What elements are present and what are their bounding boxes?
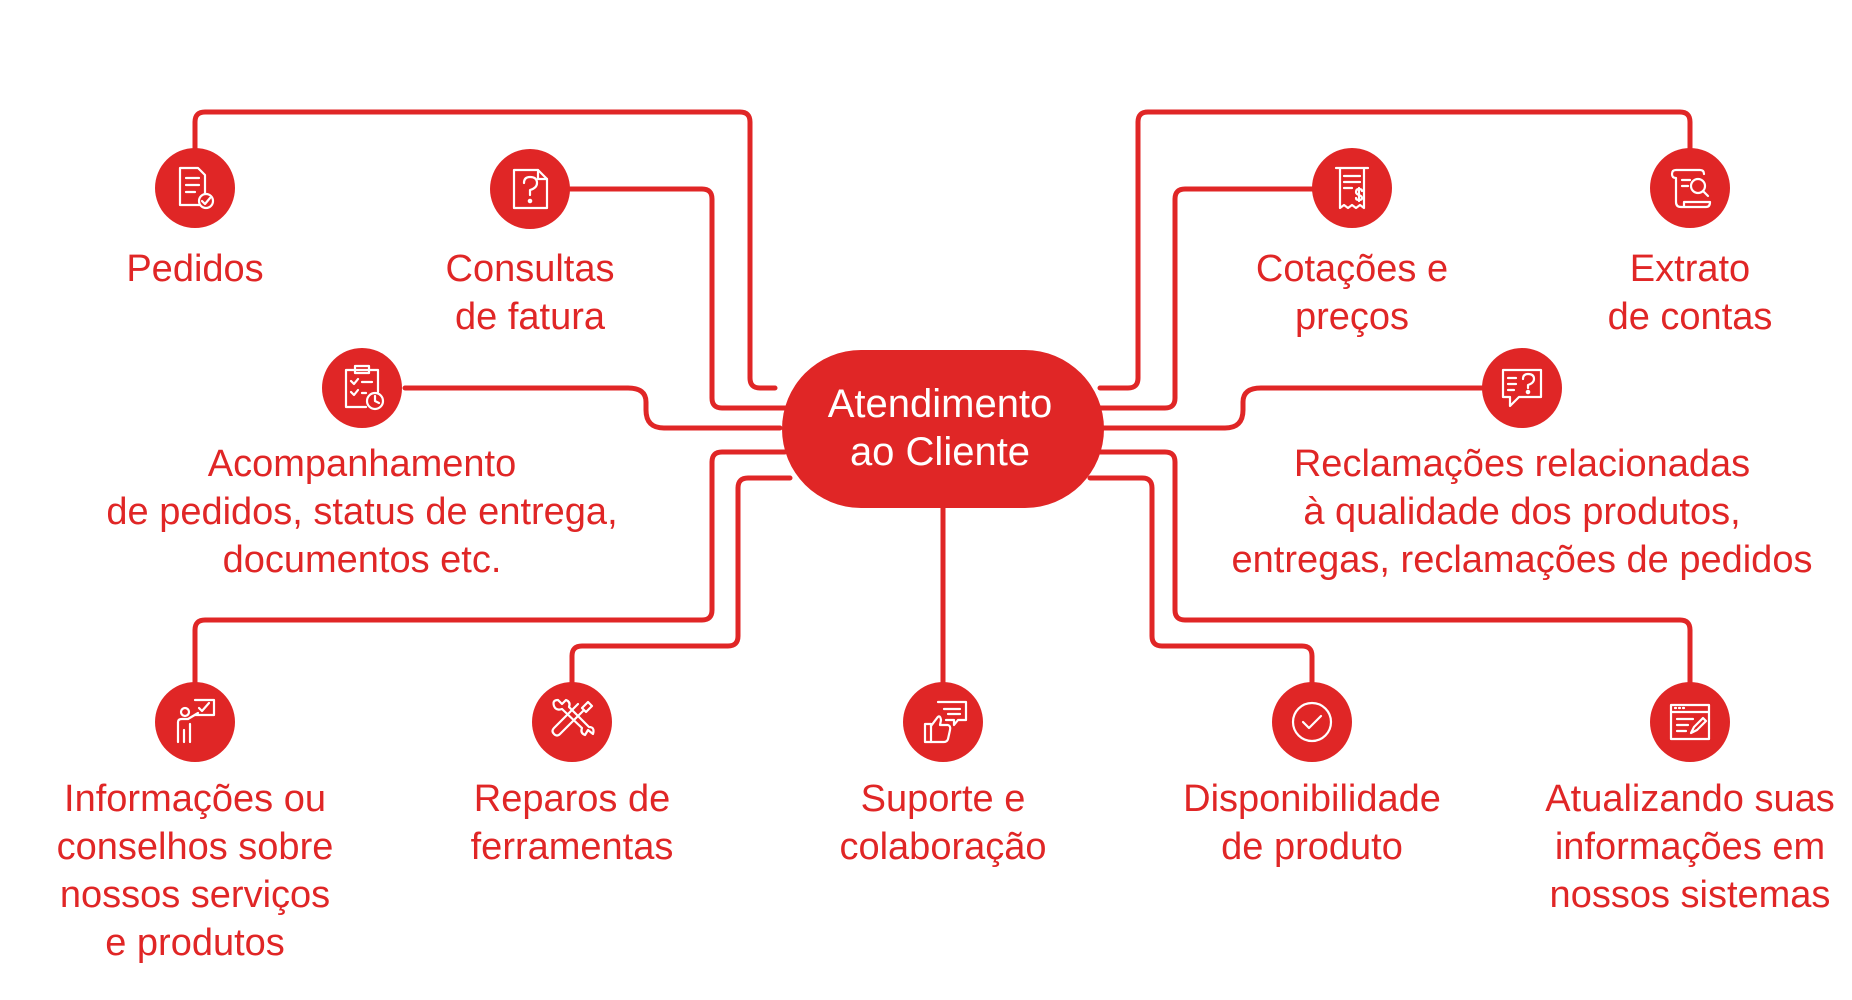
connector-extrato — [1097, 186, 1318, 411]
check-circle-icon — [1291, 701, 1333, 743]
presenter-checklist-icon — [176, 698, 216, 744]
label-cotacoes: Cotações e preços — [1256, 245, 1448, 341]
label-line: nossos sistemas — [1549, 874, 1831, 916]
tools-icon — [551, 698, 595, 737]
node-extrato — [1650, 148, 1730, 228]
node-suporte — [903, 682, 983, 762]
thumbs-up-chat-icon — [923, 700, 968, 744]
node-reclamacoes — [1482, 348, 1562, 428]
connector-pedidos — [192, 109, 778, 391]
clipboard-clock-icon — [344, 364, 385, 411]
label-consultas: Consultas de fatura — [446, 245, 615, 341]
receipt-dollar-icon — [1334, 166, 1370, 210]
atualizando-circle — [1650, 682, 1730, 762]
label-line: Pedidos — [126, 248, 264, 290]
label-line: conselhos sobre — [56, 826, 334, 868]
label-line: à qualidade dos produtos, — [1303, 491, 1741, 533]
label-reparos: Reparos de ferramentas — [471, 775, 674, 871]
label-pedidos: Pedidos — [126, 245, 263, 293]
label-suporte: Suporte e colaboração — [839, 775, 1046, 871]
label-line: nossos serviços — [59, 874, 331, 916]
node-consultas — [490, 149, 570, 229]
label-extrato: Extrato de contas — [1608, 245, 1773, 341]
node-cotacoes — [1312, 148, 1392, 228]
connector-consultas — [557, 186, 788, 411]
label-disponibilidade: Disponibilidade de produto — [1183, 775, 1441, 871]
label-atualizando: Atualizando suas informações em nossos s… — [1545, 775, 1834, 919]
label-line: entregas, reclamações de pedidos — [1231, 539, 1813, 581]
extrato-circle — [1650, 148, 1730, 228]
connector-lines — [192, 109, 1693, 693]
document-check-icon — [178, 166, 215, 210]
connector-reparos — [569, 475, 793, 693]
node-pedidos — [155, 148, 235, 228]
connector-cotacoes — [1097, 109, 1693, 391]
node-informacoes — [155, 682, 235, 762]
label-line: Consultas — [445, 248, 615, 290]
center-node — [782, 350, 1104, 508]
connector-acompanhamento — [402, 385, 783, 431]
label-line: preços — [1294, 296, 1410, 338]
label-acompanhamento: Acompanhamento de pedidos, status de ent… — [106, 440, 617, 584]
label-line: Cotações e — [1255, 248, 1449, 290]
disponibilidade-circle — [1272, 682, 1352, 762]
label-line: de contas — [1607, 296, 1773, 338]
label-line: de produto — [1221, 826, 1403, 868]
browser-edit-icon — [1669, 703, 1711, 741]
label-line: colaboração — [839, 826, 1047, 868]
informacoes-circle — [155, 682, 235, 762]
label-line: de pedidos, status de entrega, — [106, 491, 618, 533]
label-line: de fatura — [454, 296, 605, 338]
label-line: Reparos de — [473, 778, 671, 820]
label-line: documentos etc. — [222, 539, 502, 581]
label-line: Disponibilidade — [1183, 778, 1441, 820]
question-document-icon — [512, 168, 549, 210]
label-line: informações em — [1554, 826, 1826, 868]
pedidos-circle — [155, 148, 235, 228]
center-label-line-1: Atendimento — [827, 382, 1053, 426]
label-line: e produtos — [105, 922, 285, 964]
connector-disponibilidade — [1087, 475, 1315, 693]
label-line: Informações ou — [64, 778, 326, 820]
label-line: Reclamações relacionadas — [1293, 443, 1751, 485]
label-line: Suporte e — [860, 778, 1026, 820]
label-line: ferramentas — [470, 826, 674, 868]
node-atualizando — [1650, 682, 1730, 762]
node-acompanhamento — [322, 348, 402, 428]
question-chat-icon — [1501, 368, 1543, 408]
label-line: Acompanhamento — [207, 443, 517, 485]
connector-atualizando — [1097, 449, 1693, 693]
scroll-search-icon — [1670, 168, 1712, 209]
label-line: Atualizando suas — [1545, 778, 1835, 820]
node-disponibilidade — [1272, 682, 1352, 762]
suporte-circle — [903, 682, 983, 762]
acompanhamento-circle — [322, 348, 402, 428]
node-reparos — [532, 682, 612, 762]
reclamacoes-circle — [1482, 348, 1562, 428]
label-line: Extrato — [1629, 248, 1751, 290]
connector-informacoes — [192, 449, 788, 693]
center-label-line-2: ao Cliente — [849, 430, 1031, 474]
center-label: Atendimento ao Cliente — [790, 380, 1090, 476]
label-informacoes: Informações ou conselhos sobre nossos se… — [57, 775, 334, 967]
connector-reclamacoes — [1097, 385, 1488, 431]
label-reclamacoes: Reclamações relacionadas à qualidade dos… — [1232, 440, 1813, 584]
